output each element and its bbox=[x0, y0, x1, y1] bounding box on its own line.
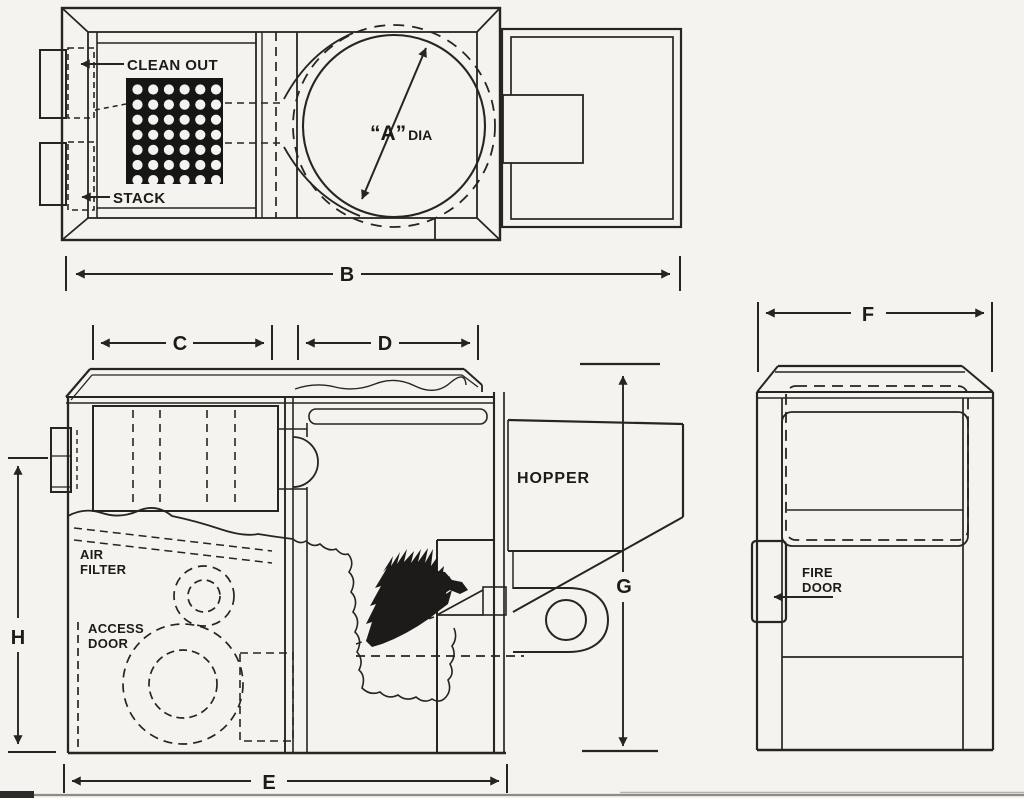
tube-hole bbox=[179, 144, 190, 155]
tube-hole bbox=[132, 144, 143, 155]
crossover-duct bbox=[292, 436, 319, 488]
stack-tube-grid bbox=[132, 84, 222, 186]
heat-exchanger-box bbox=[92, 405, 279, 512]
dim-c-label: C bbox=[173, 333, 187, 355]
tube-hole bbox=[195, 175, 206, 186]
auger-housing-top bbox=[502, 94, 584, 164]
flame-scribbles bbox=[375, 562, 442, 631]
tube-hole bbox=[132, 114, 143, 125]
tube-hole bbox=[163, 129, 174, 140]
blower-circle bbox=[301, 33, 487, 219]
clean-out-stub bbox=[39, 49, 67, 119]
tube-hole bbox=[148, 129, 159, 140]
dia-a-label: “A”DIA bbox=[370, 122, 432, 145]
tube-hole bbox=[163, 159, 174, 171]
flame-sketch bbox=[366, 548, 468, 647]
tube-hole bbox=[148, 159, 159, 171]
hopper-label: HOPPER bbox=[517, 470, 590, 487]
tube-hole bbox=[132, 129, 143, 140]
tube-hole bbox=[132, 99, 143, 110]
auger-drive-housing bbox=[513, 587, 610, 653]
scroll-arc-lower bbox=[283, 146, 361, 217]
dim-h-label: H bbox=[11, 627, 25, 649]
access-door-label-line1: ACCESS bbox=[88, 621, 144, 636]
blower-circle-hidden bbox=[292, 24, 496, 228]
tube-hole bbox=[132, 84, 143, 95]
blower-small-inner bbox=[187, 579, 221, 613]
stack-stub bbox=[39, 142, 67, 206]
tube-hole bbox=[210, 114, 222, 125]
cutaway-torn-edge bbox=[292, 538, 457, 702]
tube-hole bbox=[210, 129, 222, 140]
tube-hole bbox=[148, 114, 159, 125]
stack-hidden-outline bbox=[67, 141, 95, 211]
tube-hole bbox=[163, 114, 174, 125]
dim-d-label: D bbox=[378, 333, 392, 355]
top-view-outer-casing bbox=[60, 6, 502, 242]
tube-hole bbox=[132, 175, 143, 186]
tube-hole bbox=[163, 144, 174, 155]
tube-hole bbox=[195, 114, 206, 125]
tube-hole bbox=[195, 144, 206, 155]
tube-hole bbox=[179, 159, 190, 171]
tube-hole bbox=[210, 159, 222, 171]
tube-hole bbox=[148, 84, 159, 95]
labels: CLEAN OUT STACK “A”DIA B C D E F G H HOP… bbox=[11, 57, 874, 794]
tube-hole bbox=[210, 99, 222, 110]
dia-a-arrow bbox=[361, 47, 427, 200]
tube-hole bbox=[195, 84, 206, 95]
tube-hole bbox=[195, 129, 206, 140]
blower-small-outer bbox=[173, 565, 235, 627]
tube-hole bbox=[210, 175, 222, 186]
lid-torn-edge bbox=[294, 376, 467, 391]
dim-g-label: G bbox=[616, 576, 632, 598]
firebox-lid-band bbox=[308, 408, 488, 425]
stack-label: STACK bbox=[113, 190, 166, 207]
air-filter-label-line2: FILTER bbox=[80, 562, 127, 577]
hopper-chute-line bbox=[512, 516, 684, 613]
tube-hole bbox=[163, 99, 174, 110]
auger-drive-circle bbox=[545, 599, 587, 641]
flue-stub bbox=[50, 427, 72, 493]
tube-hole bbox=[132, 159, 143, 171]
tube-hole bbox=[148, 144, 159, 155]
scan-edge-artifacts bbox=[0, 791, 1024, 798]
tube-hole bbox=[195, 159, 206, 171]
dim-f-label: F bbox=[862, 304, 874, 326]
top-view bbox=[39, 6, 683, 291]
clean-out-hidden-outline bbox=[67, 47, 95, 119]
tube-hole bbox=[195, 99, 206, 110]
tube-hole bbox=[179, 84, 190, 95]
air-filter-edge bbox=[67, 507, 294, 540]
dia-a-letter: “A” bbox=[370, 122, 406, 145]
tube-hole bbox=[179, 129, 190, 140]
dim-e-label: E bbox=[262, 772, 275, 794]
hopper-top-outline bbox=[500, 27, 683, 229]
side-view bbox=[8, 325, 685, 793]
blower-large-inner bbox=[148, 649, 218, 719]
tube-hole bbox=[179, 99, 190, 110]
fire-door bbox=[750, 539, 788, 624]
end-view bbox=[750, 302, 995, 752]
blower-large-outer bbox=[122, 623, 244, 745]
dia-a-suffix: DIA bbox=[408, 127, 432, 143]
hopper-opening-end bbox=[781, 411, 969, 547]
tube-hole bbox=[210, 144, 222, 155]
tube-hole bbox=[163, 175, 174, 186]
top-view-inner-frame bbox=[87, 31, 478, 219]
tube-hole bbox=[210, 84, 222, 95]
access-door-label-line2: DOOR bbox=[88, 636, 129, 651]
fire-door-label-line1: FIRE bbox=[802, 565, 833, 580]
air-filter-label-line1: AIR bbox=[80, 547, 104, 562]
fire-door-label-line2: DOOR bbox=[802, 580, 843, 595]
tube-hole bbox=[179, 114, 190, 125]
tube-hole bbox=[163, 84, 174, 95]
clean-out-label: CLEAN OUT bbox=[127, 57, 218, 74]
blower-mount-hidden bbox=[239, 652, 294, 742]
tube-hole bbox=[179, 175, 190, 186]
tube-hole bbox=[148, 175, 159, 186]
dim-b-label: B bbox=[340, 264, 354, 286]
tube-hole bbox=[148, 99, 159, 110]
